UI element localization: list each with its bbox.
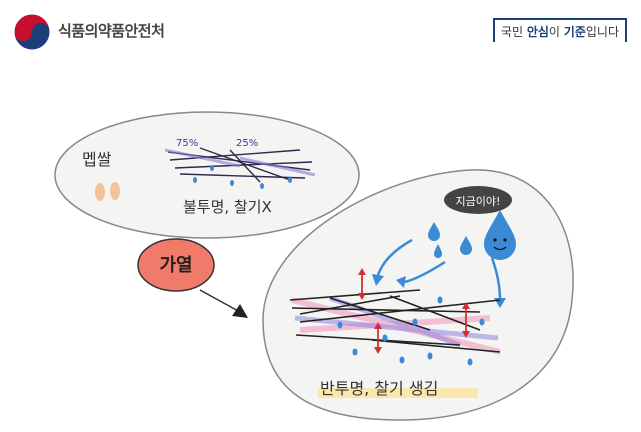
org-name[interactable]: 식품의약품안전처	[58, 22, 165, 40]
water-absorb-arrows	[376, 238, 502, 301]
slogan-emphasis-1: 안심	[526, 25, 549, 39]
rice-grain-icon	[95, 183, 105, 201]
slogan-badge: 국민 안심이 기준입니다	[492, 18, 627, 42]
rice-grain-icon	[110, 182, 120, 200]
amylopectin-percent: 75%	[176, 138, 198, 149]
expansion-arrows	[361, 272, 467, 350]
arrow-head-icon	[232, 304, 248, 318]
water-callout: 지금이야!	[456, 195, 501, 208]
government-logo-icon[interactable]	[12, 12, 52, 52]
water-drop-character-icon	[484, 210, 516, 260]
starch-strands-raw	[167, 147, 313, 183]
slogan-text-3: 입니다	[585, 25, 619, 39]
heat-label: 가열	[159, 255, 192, 276]
rice-label: 멥쌀	[82, 150, 112, 169]
heat-bubble	[137, 238, 215, 292]
cooked-caption: 반투명, 찰기 생김	[320, 379, 438, 398]
slogan-text-1: 국민	[500, 25, 527, 39]
callout-bubble	[444, 186, 512, 214]
heat-arrow	[199, 289, 241, 313]
site-header: 식품의약품안전처 국민 안심이 기준입니다	[0, 0, 641, 72]
amylose-percent: 25%	[236, 138, 258, 149]
slogan-emphasis-2: 기준	[563, 25, 586, 39]
raw-caption: 불투명, 찰기X	[183, 198, 272, 216]
slogan-text-2: 이	[548, 25, 564, 39]
caption-highlight	[318, 388, 478, 398]
water-drops	[428, 222, 472, 258]
